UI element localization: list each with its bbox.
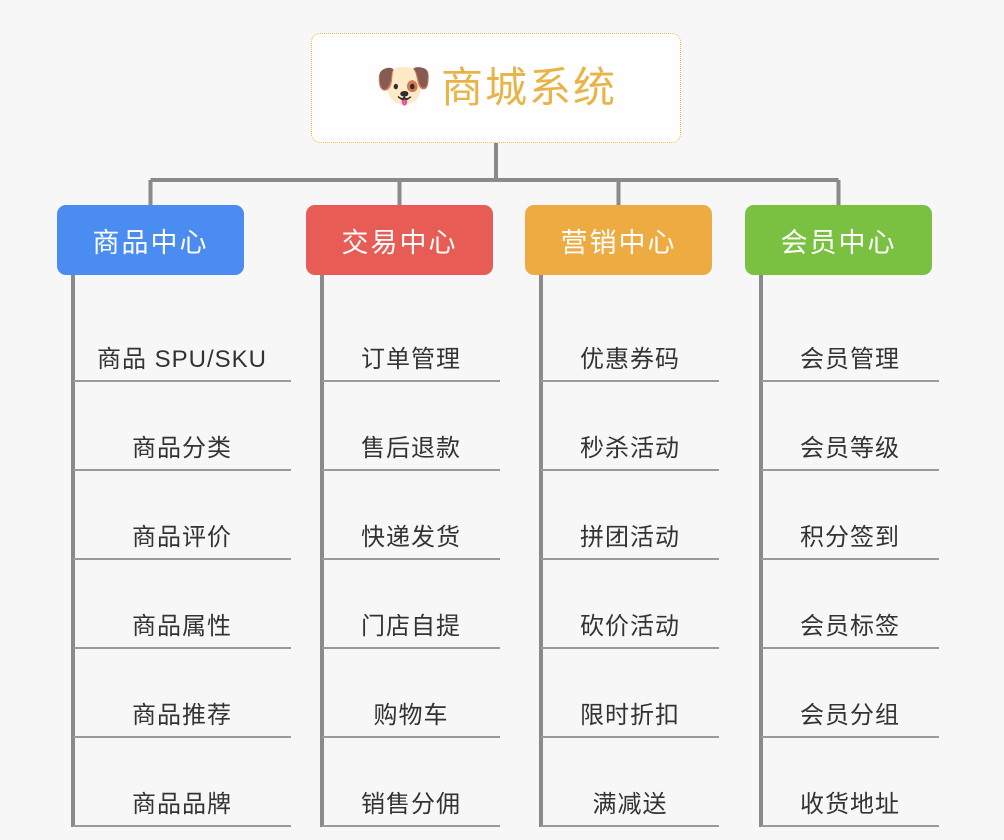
leaf-item-label: 拼团活动 bbox=[580, 524, 680, 551]
leaf-item[interactable]: 会员管理 bbox=[761, 293, 939, 382]
leaf-item[interactable]: 商品 SPU/SKU bbox=[73, 293, 291, 382]
leaf-item[interactable]: 商品属性 bbox=[73, 560, 291, 649]
leaf-item-label: 满减送 bbox=[592, 791, 668, 818]
leaf-item-label: 砍价活动 bbox=[580, 613, 680, 640]
leaf-item-label: 购物车 bbox=[373, 702, 449, 729]
category-label: 会员中心 bbox=[780, 227, 897, 258]
leaf-item-label: 商品评价 bbox=[132, 524, 232, 551]
leaf-item-label: 商品 SPU/SKU bbox=[96, 346, 268, 373]
leaf-item[interactable]: 销售分佣 bbox=[322, 738, 500, 827]
category-label: 营销中心 bbox=[560, 227, 677, 258]
leaf-item[interactable]: 快递发货 bbox=[322, 471, 500, 560]
leaf-item[interactable]: 收货地址 bbox=[761, 738, 939, 827]
category-box-1[interactable]: 商品中心 bbox=[57, 205, 244, 275]
leaf-item-label: 限时折扣 bbox=[580, 702, 680, 729]
leaf-item-label: 门店自提 bbox=[361, 613, 461, 640]
leaf-item-label: 商品推荐 bbox=[132, 702, 232, 729]
leaf-item[interactable]: 满减送 bbox=[541, 738, 719, 827]
leaf-item[interactable]: 积分签到 bbox=[761, 471, 939, 560]
leaf-item-label: 商品分类 bbox=[132, 435, 232, 462]
leaf-item[interactable]: 砍价活动 bbox=[541, 560, 719, 649]
leaf-item-label: 商品属性 bbox=[132, 613, 232, 640]
leaf-item[interactable]: 购物车 bbox=[322, 649, 500, 738]
leaf-item-label: 商品品牌 bbox=[132, 791, 232, 818]
leaf-item-label: 会员管理 bbox=[800, 346, 900, 373]
leaf-item[interactable]: 拼团活动 bbox=[541, 471, 719, 560]
leaf-item-label: 收货地址 bbox=[800, 791, 900, 818]
root-node[interactable]: 🐶 商城系统 bbox=[311, 33, 681, 143]
category-box-3[interactable]: 营销中心 bbox=[525, 205, 712, 275]
category-label: 商品中心 bbox=[92, 227, 209, 258]
leaf-item[interactable]: 售后退款 bbox=[322, 382, 500, 471]
leaf-item[interactable]: 会员等级 bbox=[761, 382, 939, 471]
category-box-4[interactable]: 会员中心 bbox=[745, 205, 932, 275]
leaf-item-label: 售后退款 bbox=[361, 435, 461, 462]
root-title: 商城系统 bbox=[440, 64, 617, 111]
leaf-item[interactable]: 商品推荐 bbox=[73, 649, 291, 738]
leaf-item[interactable]: 优惠券码 bbox=[541, 293, 719, 382]
leaf-item-label: 快递发货 bbox=[361, 524, 461, 551]
leaf-item[interactable]: 门店自提 bbox=[322, 560, 500, 649]
shiba-dog-face-icon: 🐶 bbox=[374, 59, 433, 111]
category-box-2[interactable]: 交易中心 bbox=[306, 205, 493, 275]
leaf-item-label: 订单管理 bbox=[361, 346, 461, 373]
leaf-item-label: 会员分组 bbox=[800, 702, 900, 729]
leaf-item-label: 积分签到 bbox=[800, 524, 900, 551]
leaf-item[interactable]: 秒杀活动 bbox=[541, 382, 719, 471]
leaf-item[interactable]: 商品品牌 bbox=[73, 738, 291, 827]
leaf-item-label: 会员标签 bbox=[800, 613, 900, 640]
leaf-item[interactable]: 商品评价 bbox=[73, 471, 291, 560]
leaf-item[interactable]: 商品分类 bbox=[73, 382, 291, 471]
leaf-item-label: 销售分佣 bbox=[361, 791, 461, 818]
leaf-item-label: 优惠券码 bbox=[580, 346, 680, 373]
leaf-item[interactable]: 会员分组 bbox=[761, 649, 939, 738]
leaf-item[interactable]: 限时折扣 bbox=[541, 649, 719, 738]
leaf-item[interactable]: 会员标签 bbox=[761, 560, 939, 649]
category-label: 交易中心 bbox=[341, 227, 458, 258]
leaf-item-label: 秒杀活动 bbox=[580, 435, 680, 462]
leaf-item[interactable]: 订单管理 bbox=[322, 293, 500, 382]
leaf-item-label: 会员等级 bbox=[800, 435, 900, 462]
